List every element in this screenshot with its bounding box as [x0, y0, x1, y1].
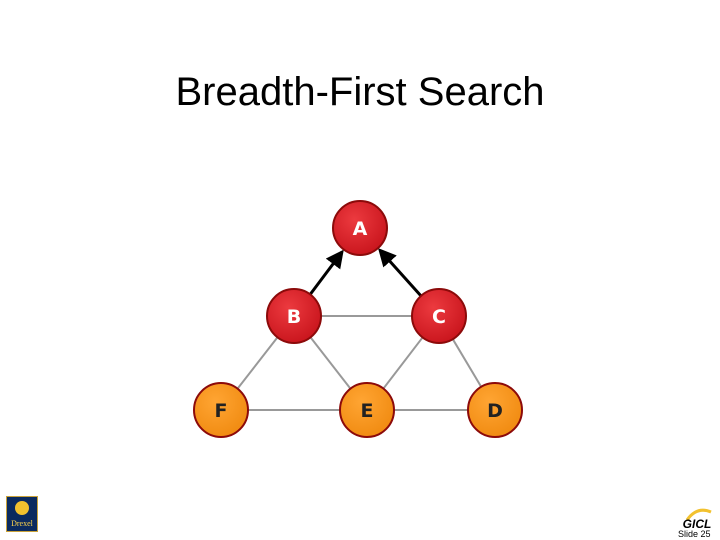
drexel-logo: Drexel	[6, 496, 38, 532]
node-circle	[332, 200, 388, 256]
slide-title: Breadth-First Search	[175, 70, 545, 114]
node-d: D	[467, 382, 523, 438]
edges-layer	[236, 248, 483, 411]
edge-c-e	[382, 336, 424, 390]
node-label: F	[215, 400, 228, 422]
node-circle	[193, 382, 249, 438]
node-circle	[411, 288, 467, 344]
slide-number: Slide 25	[678, 529, 711, 539]
node-circle	[467, 382, 523, 438]
edge-b-f	[236, 336, 279, 390]
drexel-logo-text: Drexel	[11, 519, 33, 528]
node-c: C	[411, 288, 467, 344]
edge-b-a	[309, 249, 344, 296]
node-circle	[339, 382, 395, 438]
nodes-layer: A B C F E D	[193, 200, 523, 438]
gicl-logo: GICL	[683, 508, 712, 530]
node-a: A	[332, 200, 388, 256]
node-label: B	[287, 306, 301, 328]
edge-c-a	[378, 248, 423, 297]
edge-c-d	[451, 338, 483, 388]
node-f: F	[193, 382, 249, 438]
node-b: B	[266, 288, 322, 344]
node-label: D	[487, 400, 503, 422]
dragon-mark-icon	[15, 501, 29, 515]
gicl-logo-text: GICL	[683, 517, 712, 530]
node-label: E	[361, 400, 374, 422]
node-circle	[266, 288, 322, 344]
node-label: C	[432, 306, 446, 328]
node-label: A	[353, 218, 368, 240]
edge-b-e	[309, 336, 352, 390]
node-e: E	[339, 382, 395, 438]
